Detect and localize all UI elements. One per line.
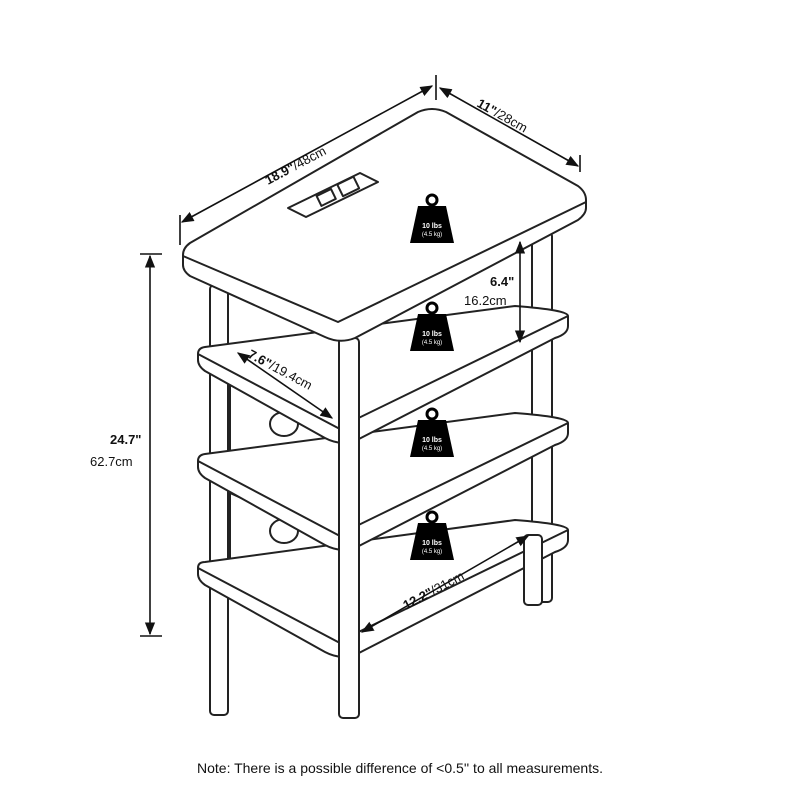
shelf-gap-label-value: 6.4" (490, 274, 514, 289)
measurement-note: Note: There is a possible difference of … (197, 760, 603, 776)
height-label-metric: 62.7cm (90, 454, 133, 469)
weight-capacity-metric: (4.5 kg) (422, 446, 442, 452)
depth-label: 11"/28cm (475, 96, 531, 136)
bottom-width-arrow (360, 535, 530, 633)
front-left-post (338, 337, 360, 719)
weight-capacity-label: 10 lbs (422, 540, 442, 547)
weight-capacity-label: 10 lbs (422, 331, 442, 338)
height-label-value: 24.7" (110, 432, 141, 447)
weight-capacity-metric: (4.5 kg) (422, 340, 442, 346)
weight-capacity-metric: (4.5 kg) (422, 232, 442, 238)
weight-capacity-label: 10 lbs (422, 437, 442, 444)
weight-icon: 10 lbs (4.5 kg) (410, 510, 454, 560)
weight-capacity-metric: (4.5 kg) (422, 549, 442, 555)
weight-icon: 10 lbs (4.5 kg) (410, 407, 454, 457)
bin-depth-arrow (236, 352, 334, 419)
weight-capacity-label: 10 lbs (422, 223, 442, 230)
width-arrow (180, 85, 434, 223)
depth-arrow (438, 87, 580, 167)
shelf-gap-label-metric: 16.2cm (464, 293, 507, 308)
weight-icon: 10 lbs (4.5 kg) (410, 301, 454, 351)
front-right-post (523, 534, 543, 606)
